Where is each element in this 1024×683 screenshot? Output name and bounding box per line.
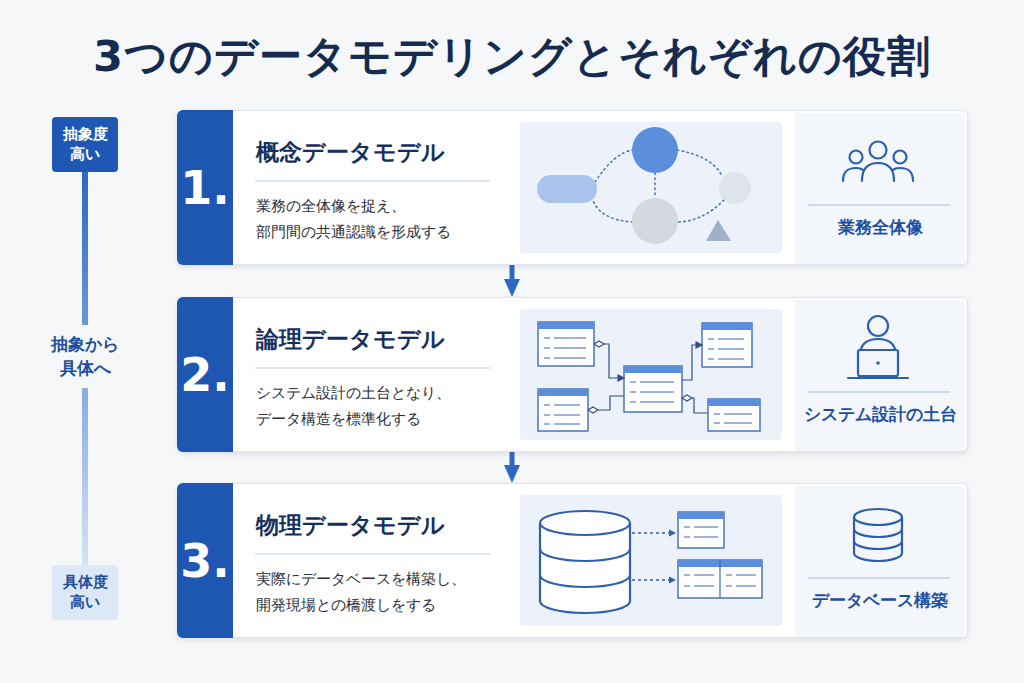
step-number: 2.: [180, 352, 229, 398]
number-band: 3.: [177, 483, 233, 638]
role-panel: データベース構築: [795, 486, 965, 637]
model-description: 業務の全体像を捉え、 部門間の共通認識を形成する: [256, 193, 516, 245]
number-band: 1.: [177, 110, 233, 265]
step-number: 1.: [180, 165, 229, 211]
model-card: 物理データモデル実際にデータベースを構築し、 開発現場との橋渡しをする 3. データ…: [177, 483, 968, 638]
level-text: 抽象度 高い: [52, 125, 118, 164]
page-title: 3つのデータモデリングとそれぞれの役割: [0, 28, 1024, 86]
model-description: システム設計の土台となり、 データ構造を標準化する: [256, 380, 516, 432]
level-text: 具体度 高い: [52, 573, 118, 612]
level-badge: 具体度 高い: [52, 565, 118, 620]
role-label: データベース構築: [795, 590, 965, 612]
flow-arrow: [510, 265, 515, 289]
model-heading: 概念データモデル: [256, 137, 445, 168]
role-panel: システム設計の土台: [795, 300, 965, 451]
model-heading: 物理データモデル: [256, 510, 445, 541]
flow-arrow: [510, 452, 515, 475]
model-heading: 論理データモデル: [256, 324, 445, 355]
role-label: システム設計の土台: [795, 404, 965, 426]
model-card: 論理データモデルシステム設計の土台となり、 データ構造を標準化する 2. システム設…: [177, 297, 968, 452]
number-band: 2.: [177, 297, 233, 452]
edge-label: 抽象から 具体へ: [30, 325, 140, 389]
step-number: 3.: [180, 538, 229, 584]
role-panel: 業務全体像: [795, 113, 965, 264]
model-description: 実際にデータベースを構築し、 開発現場との橋渡しをする: [256, 566, 516, 618]
level-badge: 抽象度 高い: [52, 117, 118, 172]
model-card: 概念データモデル業務の全体像を捉え、 部門間の共通認識を形成する 1. 業務全体像: [177, 110, 968, 265]
role-label: 業務全体像: [795, 217, 965, 239]
